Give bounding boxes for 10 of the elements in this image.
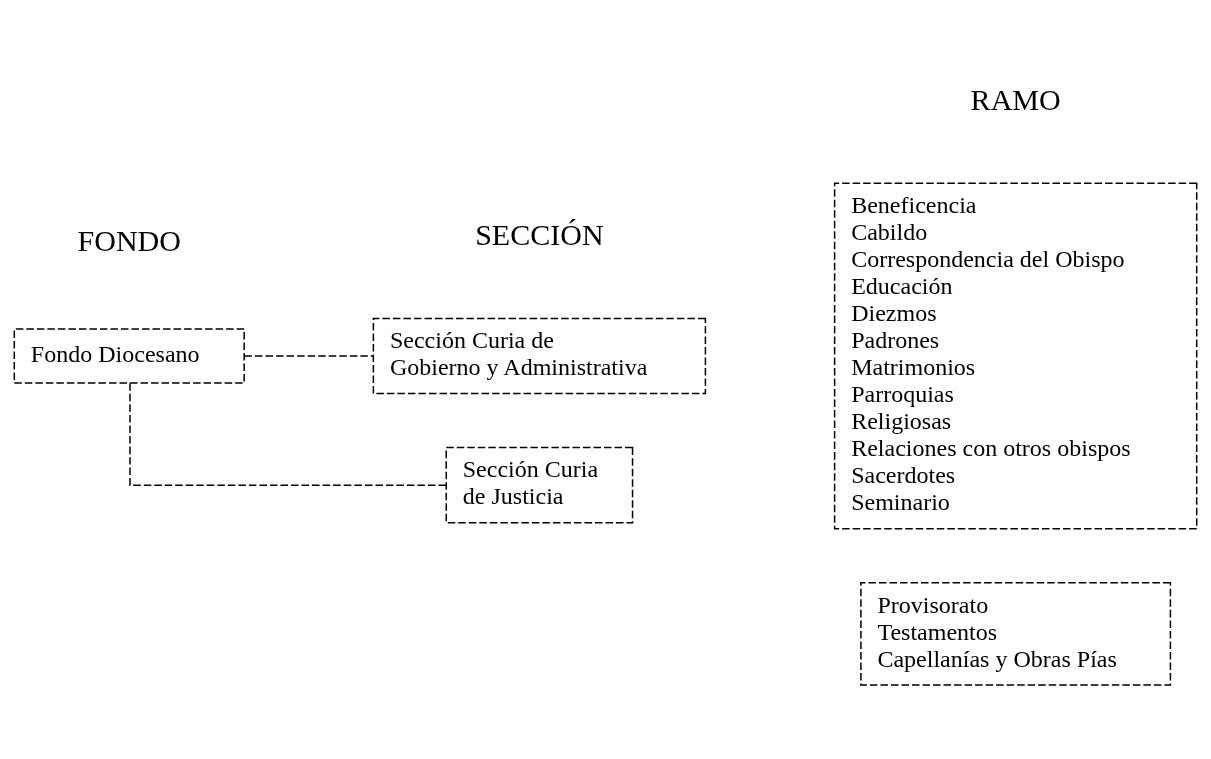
node-box: Fondo Diocesano: [13, 327, 245, 384]
connector: [243, 354, 374, 357]
node-box: Sección Curia de Gobierno y Administrativa: [372, 317, 707, 394]
node-box: Sección Curia de Justicia: [445, 446, 634, 523]
label: FONDO: [77, 223, 181, 257]
label: SECCIÓN: [475, 217, 604, 251]
node-box: Beneficencia Cabildo Correspondencia del Obispo Educación Diezmos Padrones Matrimonios Parroquias Religiosas Relaciones con otros obispos Sacerdotes Seminario: [833, 181, 1198, 529]
label: RAMO: [970, 82, 1061, 116]
connector: [129, 382, 447, 486]
node-box: Provisorato Testamentos Capellanías y Obras Pías: [860, 581, 1172, 686]
